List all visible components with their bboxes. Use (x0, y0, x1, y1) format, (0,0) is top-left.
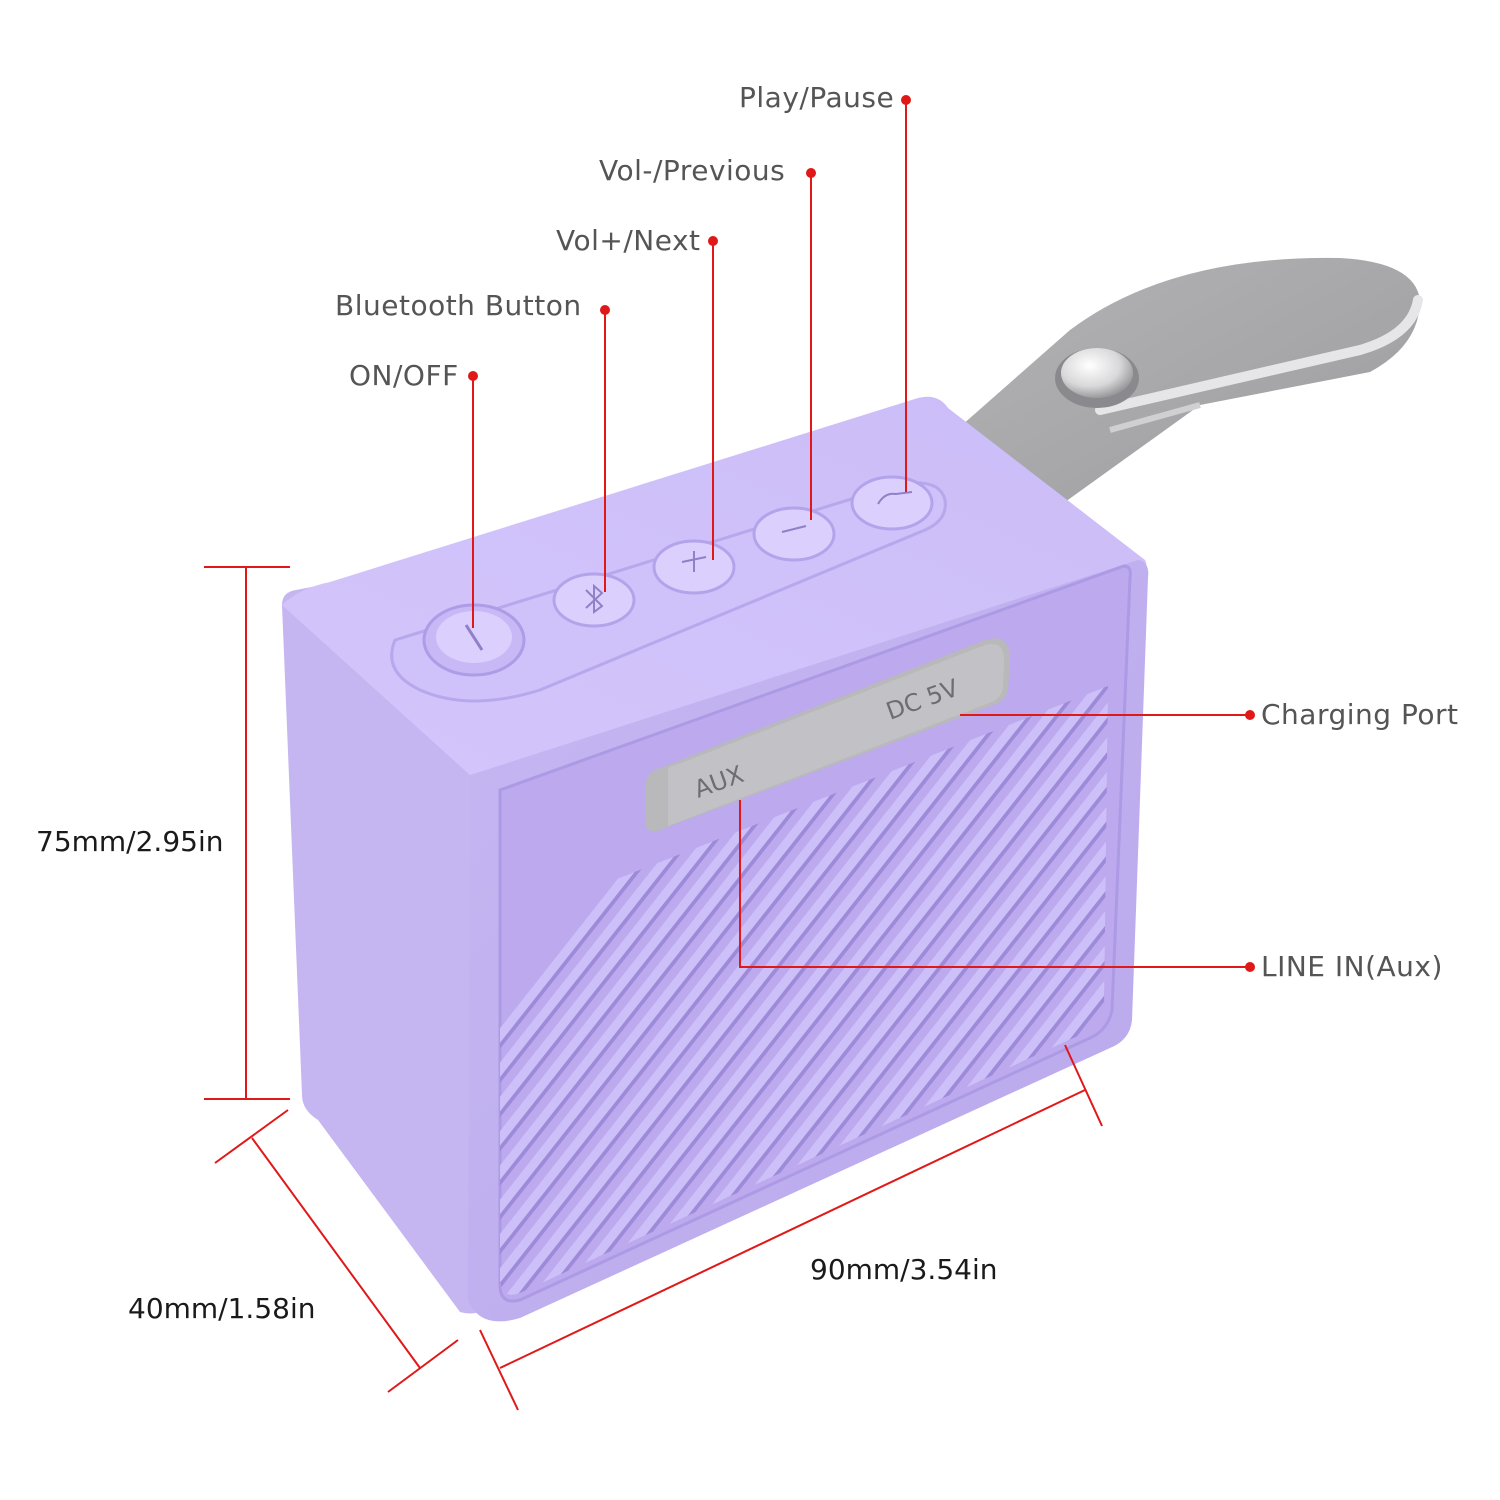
play-pause-label: Play/Pause (739, 81, 895, 114)
grille-rib-shadow (1354, 670, 1500, 1330)
grille-rib-shadow (500, 686, 986, 1295)
minus-icon (781, 525, 807, 533)
callout-lines (472, 100, 1250, 968)
grille-rib (1402, 670, 1500, 1330)
grille-rib-shadow (1219, 670, 1500, 1330)
play-pause-button[interactable] (850, 475, 934, 531)
depth-dimension-label: 40mm/1.58in (128, 1292, 316, 1325)
line-in-aux-label: LINE IN(Aux) (1261, 950, 1443, 983)
grille-rib (561, 686, 1089, 1295)
grille-rib (1321, 670, 1500, 1330)
grille-rib (1240, 670, 1500, 1330)
grille-rib-shadow (1273, 670, 1500, 1330)
grille-rib-shadow (1327, 670, 1500, 1330)
grille-rib-shadow (1111, 670, 1500, 1330)
on-off-label: ON/OFF (349, 359, 459, 392)
grille-rib-shadow (1138, 670, 1500, 1330)
play-pause-icon (877, 491, 913, 505)
grille-rib-shadow (1192, 670, 1500, 1330)
grille-rib-shadow (1246, 670, 1500, 1330)
bluetooth-icon (585, 583, 604, 614)
bluetooth-button[interactable] (552, 572, 636, 628)
vol-plus-next-label: Vol+/Next (556, 224, 701, 257)
charging-port-label: Charging Port (1261, 698, 1459, 731)
height-dimension-label: 75mm/2.95in (36, 825, 224, 858)
bluetooth-button-label: Bluetooth Button (335, 289, 582, 322)
grille-rib (534, 686, 1062, 1295)
grille-rib (1074, 686, 1108, 1295)
strap (928, 257, 1423, 527)
grille-rib-shadow (1081, 686, 1108, 1295)
grille-rib-shadow (500, 686, 1013, 1295)
port-cover: DC 5V AUX (645, 638, 1010, 832)
strap-snap-button (1055, 348, 1139, 408)
grille-rib (1294, 670, 1500, 1330)
grille-rib (1267, 670, 1500, 1330)
dimension-lines (204, 566, 1103, 1411)
grille-rib-shadow (500, 686, 959, 1295)
grille-rib-shadow (514, 686, 1040, 1295)
grille-rib (1375, 670, 1500, 1330)
grille-rib (1213, 670, 1500, 1330)
power-button[interactable] (422, 603, 526, 677)
grille-rib (1159, 670, 1500, 1330)
grille-rib (1132, 670, 1500, 1330)
grille-rib-shadow (1300, 670, 1500, 1330)
volume-down-button[interactable] (752, 506, 836, 562)
width-dimension-label: 90mm/3.54in (810, 1253, 998, 1286)
volume-up-button[interactable] (652, 539, 736, 595)
grille-rib-shadow (1462, 670, 1500, 1330)
grille-rib-shadow (1381, 670, 1500, 1330)
grille-rib-shadow (541, 686, 1067, 1295)
plus-icon (681, 551, 707, 572)
grille-rib (507, 686, 1035, 1295)
grille-rib (500, 686, 1008, 1295)
grille-rib-shadow (1435, 670, 1500, 1330)
grille-rib (1456, 670, 1500, 1330)
callout-dots (468, 95, 1255, 972)
grille-rib (1186, 670, 1500, 1330)
grille-rib (500, 686, 981, 1295)
grille-rib (1429, 670, 1500, 1330)
grille-rib-shadow (1165, 670, 1500, 1330)
power-icon (464, 624, 484, 651)
grille-rib (1101, 686, 1108, 1295)
grille-rib (1348, 670, 1500, 1330)
grille-rib-shadow (568, 686, 1094, 1295)
vol-minus-previous-label: Vol-/Previous (599, 154, 786, 187)
grille-rib-shadow (1489, 670, 1500, 1330)
grille-rib-shadow (1408, 670, 1500, 1330)
grille-rib (1483, 670, 1500, 1330)
